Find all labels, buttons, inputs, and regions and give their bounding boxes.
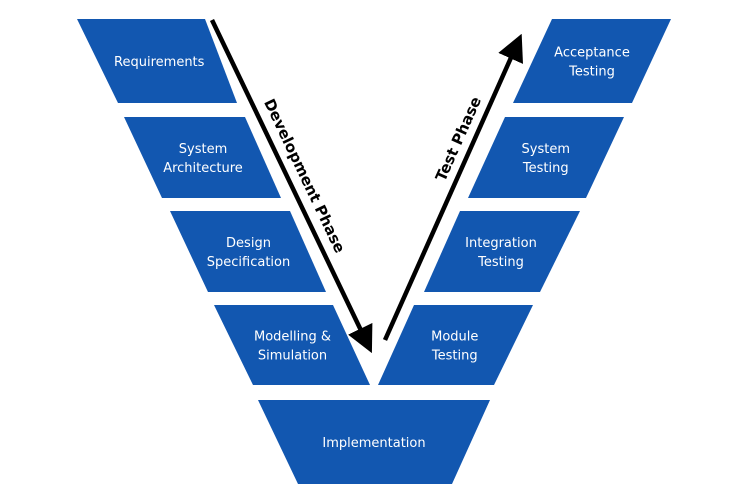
box-modelling-simulation: Modelling & Simulation	[214, 305, 370, 385]
box-acceptance-testing-shape	[513, 19, 671, 103]
box-implementation-shape	[258, 400, 490, 484]
box-system-testing-label: Testing	[522, 161, 569, 176]
box-implementation-label: Implementation	[322, 436, 425, 451]
box-system-architecture-label: Architecture	[163, 161, 243, 176]
box-system-testing-label: System	[522, 142, 570, 157]
box-design-specification-label: Specification	[207, 255, 290, 270]
box-module-testing-label: Module	[431, 330, 478, 345]
box-requirements: Requirements	[77, 19, 237, 103]
box-design-specification-label: Design	[226, 236, 271, 251]
box-system-architecture-shape	[124, 117, 281, 198]
box-integration-testing-label: Testing	[477, 255, 524, 270]
box-acceptance-testing-label: Testing	[568, 65, 615, 80]
box-module-testing-shape	[378, 305, 533, 385]
box-integration-testing-shape	[424, 211, 580, 292]
box-implementation: Implementation	[258, 400, 490, 484]
box-system-architecture-label: System	[179, 142, 227, 157]
box-module-testing-label: Testing	[431, 349, 478, 364]
box-integration-testing-label: Integration	[465, 236, 537, 251]
development-phase-arrow	[209, 19, 373, 354]
test-phase-arrow	[382, 33, 523, 341]
box-requirements-label: Requirements	[114, 55, 205, 70]
box-modelling-simulation-label: Simulation	[258, 349, 327, 364]
box-acceptance-testing-label: Acceptance	[554, 46, 630, 61]
box-system-testing-shape	[468, 117, 624, 198]
box-requirements-shape	[77, 19, 237, 103]
box-modelling-simulation-shape	[214, 305, 370, 385]
box-modelling-simulation-label: Modelling &	[254, 330, 331, 345]
box-design-specification-shape	[170, 211, 326, 292]
